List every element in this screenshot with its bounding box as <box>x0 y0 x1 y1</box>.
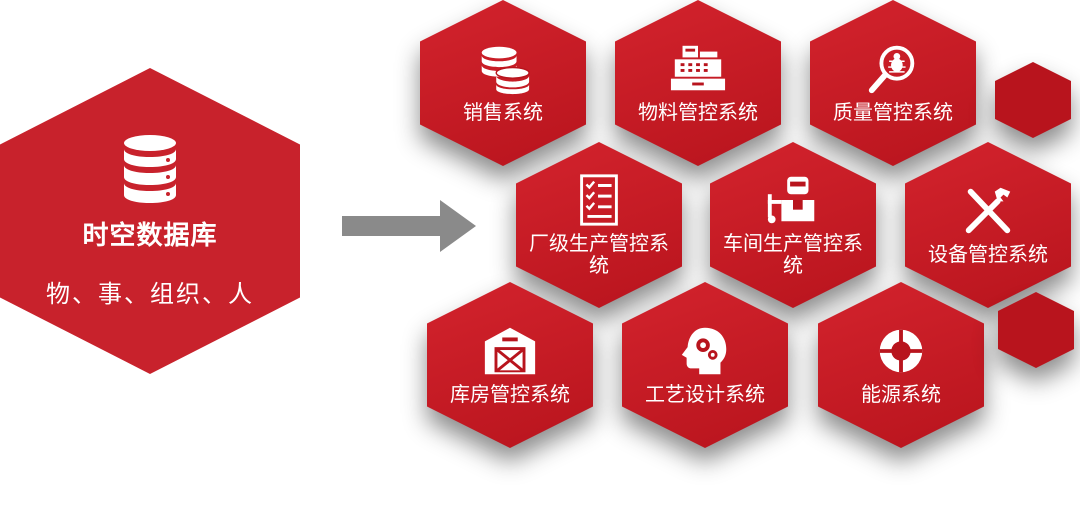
decorative-hex-top <box>995 62 1071 138</box>
coins-icon <box>481 46 530 95</box>
system-label-quality: 质量管控系统 <box>833 100 953 124</box>
database-icon <box>124 135 176 203</box>
lifebuoy-icon <box>879 329 923 373</box>
system-label-equipment: 设备管控系统 <box>928 242 1048 266</box>
head-gears-icon <box>681 327 727 375</box>
checklist-icon <box>580 174 618 226</box>
bug-magnifier-icon <box>868 45 915 94</box>
system-hex-warehouse: 库房管控系统 <box>427 282 593 448</box>
cash-register-icon <box>670 45 726 91</box>
system-hex-process-design: 工艺设计系统 <box>622 282 788 448</box>
system-hex-energy: 能源系统 <box>818 282 984 448</box>
worker-icon <box>767 176 815 224</box>
warehouse-icon <box>484 327 536 375</box>
flow-arrow-icon <box>342 200 476 252</box>
system-label-warehouse: 库房管控系统 <box>450 382 570 406</box>
system-hex-sales: 销售系统 <box>420 0 586 166</box>
system-label-material: 物料管控系统 <box>638 100 758 124</box>
system-label-factory-production: 厂级生产管控系统 <box>529 231 669 277</box>
system-hex-factory-production: 厂级生产管控系统 <box>516 142 682 308</box>
decorative-hex-bottom <box>998 292 1074 368</box>
system-hex-quality: 质量管控系统 <box>810 0 976 166</box>
system-label-workshop-production: 车间生产管控系统 <box>723 231 863 277</box>
system-hex-equipment: 设备管控系统 <box>905 142 1071 308</box>
system-hex-material: 物料管控系统 <box>615 0 781 166</box>
database-title: 时空数据库 <box>82 221 218 251</box>
system-label-sales: 销售系统 <box>463 100 543 124</box>
database-subtitle: 物、事、组织、人 <box>46 280 254 308</box>
spatiotemporal-database-hex: 时空数据库 物、事、组织、人 <box>0 68 300 374</box>
system-label-process-design: 工艺设计系统 <box>645 382 765 406</box>
system-hex-workshop-production: 车间生产管控系统 <box>710 142 876 308</box>
system-label-energy: 能源系统 <box>861 382 941 406</box>
tools-icon <box>965 187 1011 234</box>
